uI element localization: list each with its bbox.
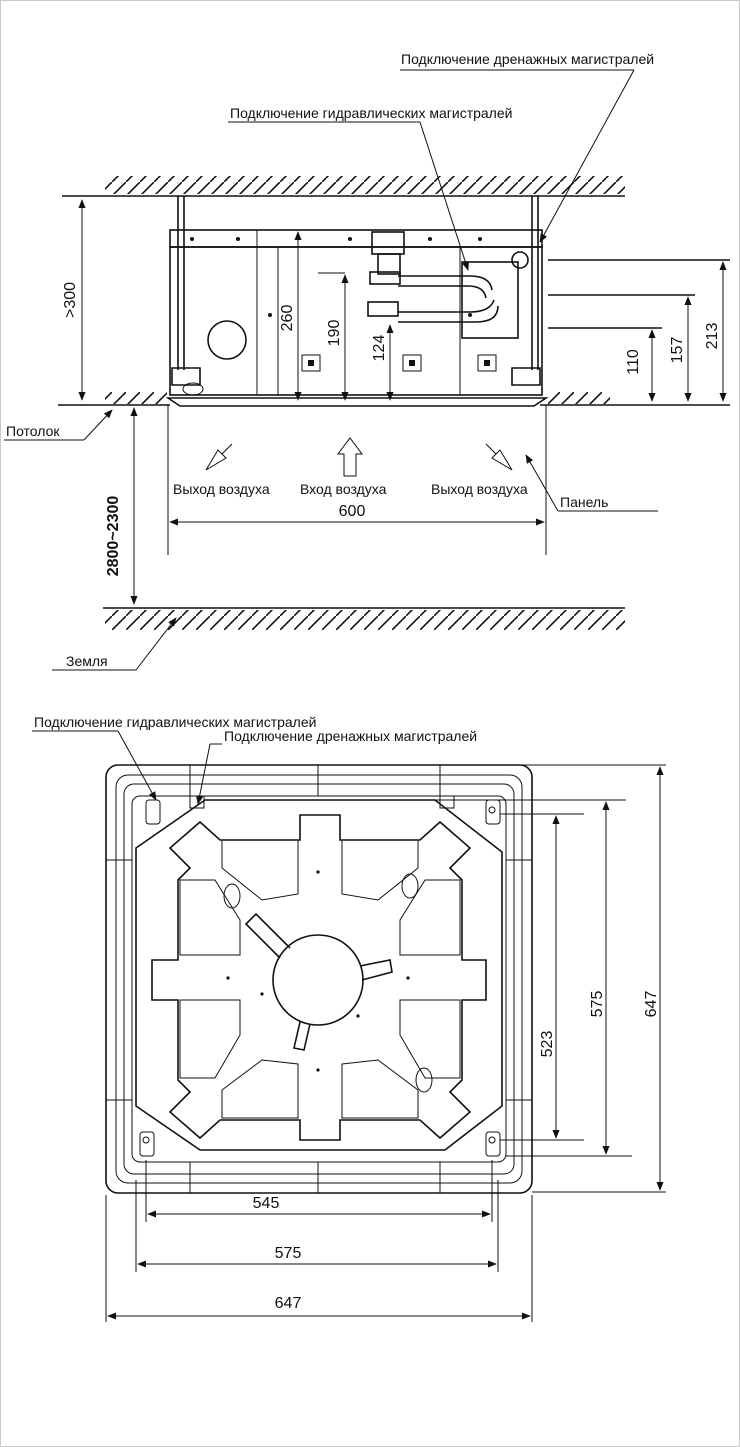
dim-157-text: 157 [669,337,686,364]
dim-124: 124 [371,324,394,401]
dim-523-text: 523 [539,1031,556,1058]
corner-brackets [139,795,501,1157]
label-air-out-left: Выход воздуха [173,481,270,497]
dim-575-h: 575 [135,1180,499,1272]
leader-hydraulic-top: Подключение гидравлических магистралей [32,714,316,801]
top-view: 545 575 647 523 575 [32,714,666,1322]
false-ceiling [58,392,730,406]
label-ground: Земля [66,653,108,669]
leader-panel: Панель [525,454,658,512]
dim-545: 545 [145,1160,493,1222]
air-out-left-arrow-icon [205,443,233,471]
dim-install-height: 2800~2300 [105,407,138,605]
base-ribs [151,814,487,1141]
dim-124-text: 124 [371,335,388,362]
dim-right-stack: 110 157 213 [548,259,730,402]
dim-647-v: 647 [520,764,666,1193]
dim-647-h: 647 [105,1195,533,1322]
dim-600-text: 600 [339,503,366,520]
dim-260: 260 [279,231,302,401]
leader-drain-side: Подключение дренажных магистралей [400,51,654,243]
label-hydraulic-side: Подключение гидравлических магистралей [230,105,512,121]
label-air-in: Вход воздуха [300,481,387,497]
dim-190: 190 [318,272,349,401]
dim-install-height-text: 2800~2300 [105,496,122,577]
dim-575-h-text: 575 [275,1245,302,1262]
dim-647-h-text: 647 [275,1295,302,1312]
label-hydraulic-top: Подключение гидравлических магистралей [34,714,316,730]
label-air-out-right: Выход воздуха [431,481,528,497]
panel-outline [105,764,533,1194]
dim-575-v: 575 [386,799,632,1157]
side-view: >300 260 190 124 110 157 21 [4,51,730,671]
unit-base-plate [135,799,503,1151]
dim-647-v-text: 647 [643,991,660,1018]
label-drain-top: Подключение дренажных магистралей [224,728,477,744]
label-ceiling: Потолок [6,423,60,439]
ceiling-slab-hatch [62,176,625,197]
dim-575-v-text: 575 [589,991,606,1018]
dim-190-text: 190 [326,320,343,347]
indoor-unit-body [169,229,543,396]
label-drain-side: Подключение дренажных магистралей [401,51,654,67]
ground-hatch [103,607,625,630]
decorative-panel [165,397,549,407]
dim-clearance-top-text: >300 [62,282,79,318]
dim-600: 600 [167,405,547,555]
air-in-arrow-icon [337,437,363,477]
leader-ground: Земля [52,617,177,671]
dim-523: 523 [500,813,584,1141]
dim-545-text: 545 [253,1195,280,1212]
dim-110-text: 110 [625,349,642,375]
airflow-arrows [205,437,513,477]
air-out-right-arrow-icon [485,443,513,471]
leader-ceiling: Потолок [4,409,113,441]
leader-drain-top: Подключение дренажных магистралей [196,728,477,805]
leader-hydraulic-side: Подключение гидравлических магистралей [228,105,512,271]
hanger-rods [177,196,539,370]
dim-260-text: 260 [279,305,296,332]
dim-clearance-top: >300 [62,199,86,401]
label-panel: Панель [560,494,608,510]
dim-213-text: 213 [704,323,721,350]
